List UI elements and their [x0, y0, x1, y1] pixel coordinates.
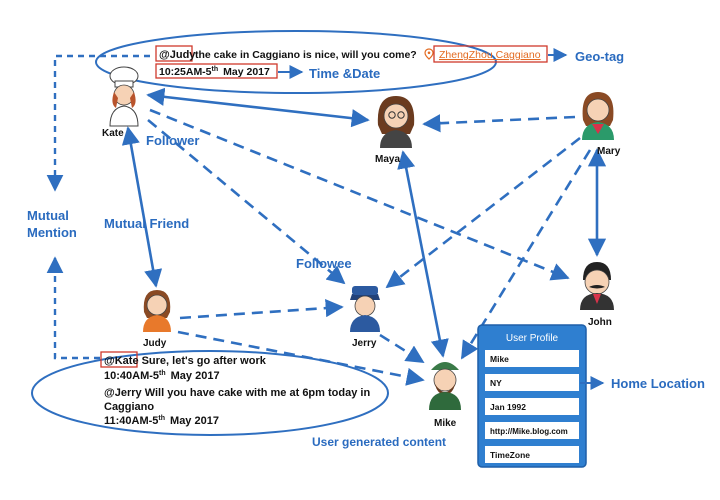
avatar-jerry — [350, 286, 380, 332]
name-jerry: Jerry — [352, 338, 377, 349]
top-post-mention: @Judy — [159, 49, 196, 61]
time-date-label: Time &Date — [309, 66, 380, 81]
edge-judy-jerry — [179, 299, 344, 320]
edge-kate-maya — [146, 87, 370, 128]
edge-kate-judy — [121, 126, 163, 288]
avatar-maya — [377, 96, 415, 148]
bottom-post-line5: 11:40AM-5th May 2017 — [104, 415, 219, 427]
mutual-mention-label-2: Mention — [27, 225, 77, 240]
user-profile-panel: User Profile Mike NY Jan 1992 http://Mik… — [477, 324, 587, 468]
mutual-friend-label: Mutual Friend — [104, 216, 189, 231]
avatar-mary — [582, 92, 614, 140]
mutual-mention-connectors — [46, 54, 150, 360]
geo-tag-label: Geo-tag — [575, 49, 624, 64]
bottom-post-line2: 10:40AM-5th May 2017 — [104, 370, 220, 382]
profile-field-box-3 — [485, 422, 579, 439]
bottom-post-mention: @Kate — [104, 355, 139, 367]
followee-label: Followee — [296, 256, 352, 271]
name-kate: Kate — [102, 128, 124, 139]
user-generated-label: User generated content — [312, 435, 446, 449]
edge-kate-jerry — [147, 119, 346, 285]
name-mary: Mary — [597, 146, 621, 157]
location-pin-icon — [424, 48, 434, 60]
home-location-label: Home Location — [611, 376, 705, 391]
top-post-time: 10:25AM-5th May 2017 — [159, 66, 270, 78]
bottom-post-line2-main: 10:40AM-5 — [104, 370, 159, 382]
edge-judy-mike — [177, 330, 425, 386]
profile-field-1: NY — [490, 378, 502, 388]
bottom-post-line5-rest: May 2017 — [170, 415, 219, 427]
name-john: John — [588, 317, 612, 328]
bottom-post-line4: Caggiano — [104, 401, 154, 413]
name-maya: Maya — [375, 154, 400, 165]
profile-field-0: Mike — [490, 354, 509, 364]
bottom-post-line5-main: 11:40AM-5 — [104, 415, 158, 427]
bottom-post-line2-rest: May 2017 — [171, 370, 220, 382]
bottom-mention-box — [100, 351, 138, 368]
top-post-time-sup: th — [212, 66, 219, 73]
bottom-post-line1-text: Sure, let's go after work — [142, 355, 267, 367]
user-profile-title: User Profile — [506, 333, 559, 344]
avatar-john — [580, 262, 614, 310]
top-post-time-main: 10:25AM-5 — [159, 66, 212, 78]
top-post-place: ZhengZhou Caggiano — [439, 49, 541, 61]
bottom-post-line2-sup: th — [159, 370, 166, 377]
profile-field-box-0 — [485, 350, 579, 367]
edge-mary-mike — [460, 149, 592, 360]
mutual-mention-label-1: Mutual — [27, 208, 69, 223]
top-time-box — [155, 63, 278, 79]
profile-field-2: Jan 1992 — [490, 402, 526, 412]
dashed-edges — [147, 108, 592, 386]
edge-maya-mike — [397, 150, 449, 358]
avatar-judy — [143, 290, 171, 332]
edge-jerry-mike — [379, 333, 425, 364]
profile-field-3: http://Mike.blog.com — [490, 427, 568, 436]
top-post-text: the cake in Caggiano is nice, will you c… — [195, 49, 417, 61]
edges — [121, 87, 607, 358]
top-mention-box — [155, 45, 193, 62]
bottom-post-line5-sup: th — [158, 415, 165, 422]
profile-field-4: TimeZone — [490, 450, 530, 460]
bottom-post-bubble — [31, 350, 389, 436]
top-post-time-rest: May 2017 — [223, 66, 270, 78]
profile-field-box-4 — [485, 446, 579, 463]
name-judy: Judy — [143, 338, 167, 349]
avatar-mike — [429, 362, 461, 410]
edge-mary-jerry — [385, 136, 581, 289]
profile-field-box-2 — [485, 398, 579, 415]
geo-tag-box — [433, 45, 548, 63]
profile-field-box-1 — [485, 374, 579, 391]
bottom-post-line3: @Jerry Will you have cake with me at 6pm… — [104, 387, 370, 399]
edge-mary-maya — [422, 114, 576, 133]
name-mike: Mike — [434, 418, 457, 429]
edge-kate-john — [149, 108, 570, 281]
avatar-kate — [109, 66, 139, 127]
follower-label: Follower — [146, 133, 199, 148]
